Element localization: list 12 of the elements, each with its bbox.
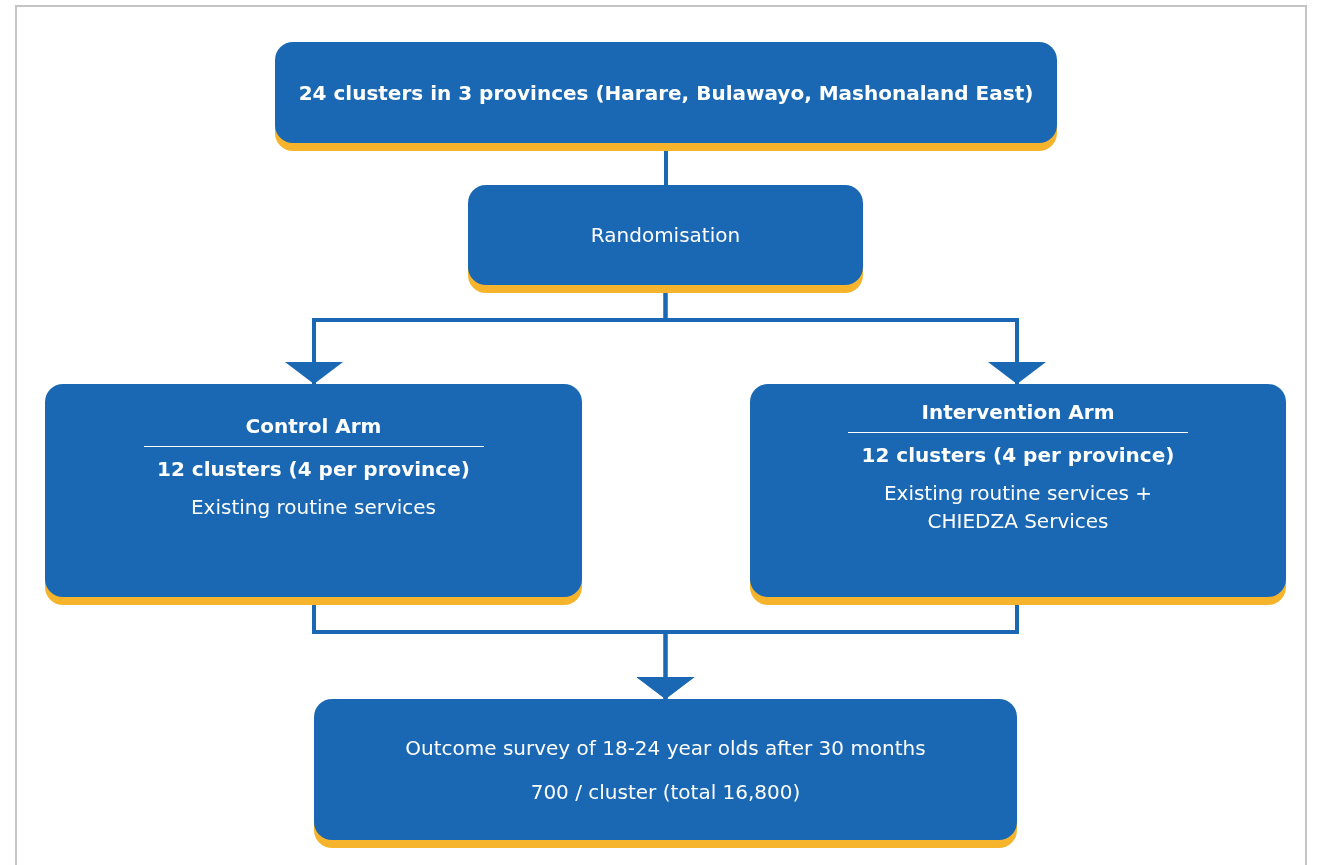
- box-text: Existing routine services: [190, 494, 437, 521]
- box-text: Randomisation: [590, 222, 741, 249]
- box-text: 12 clusters (4 per province): [157, 456, 470, 483]
- connector-line: [664, 151, 668, 185]
- box-text: 700 / cluster (total 16,800): [530, 778, 801, 806]
- arrow: [636, 605, 1019, 699]
- box-heading: Control Arm: [143, 412, 484, 447]
- box-text: 12 clusters (4 per province): [861, 442, 1175, 469]
- box-heading: Intervention Arm: [848, 398, 1188, 433]
- box-text: Outcome survey of 18-24 year olds after 30 months: [405, 734, 926, 762]
- box-text: Existing routine services + CHIEDZA Services: [882, 480, 1154, 535]
- box-text: 24 clusters in 3 provinces (Harare, Bulawayo, Mashonaland East): [298, 79, 1034, 107]
